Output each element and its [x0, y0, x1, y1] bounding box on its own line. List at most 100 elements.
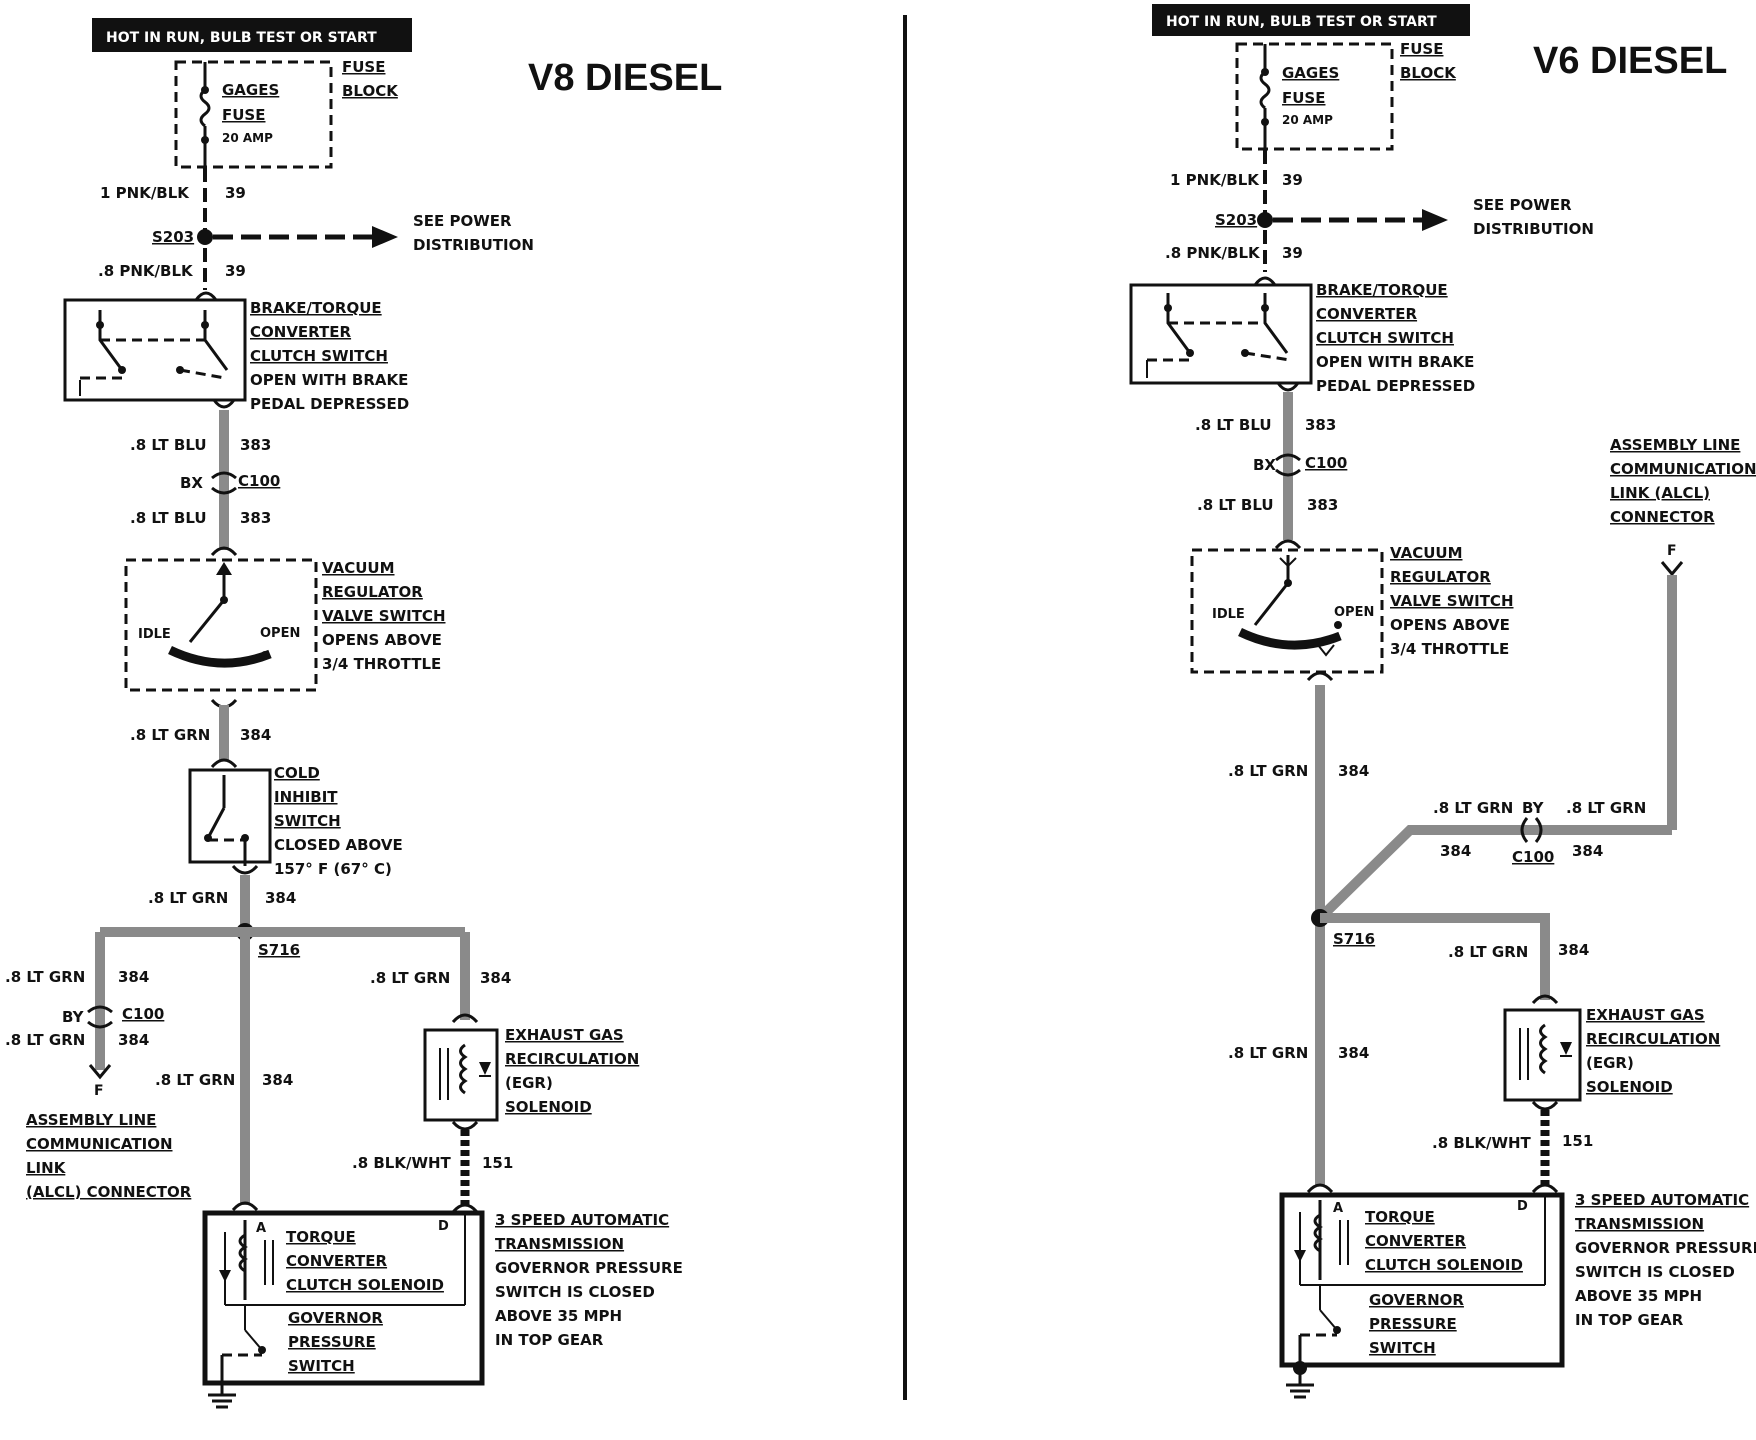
component-label: CONVERTER [250, 323, 352, 341]
component-label: (EGR) [1586, 1054, 1634, 1072]
alcl-label: ASSEMBLY LINE [1610, 436, 1740, 454]
component-label: TORQUE [1365, 1208, 1435, 1226]
alcl-label: COMMUNICATION [1610, 460, 1756, 478]
vacuum-switch-outline [124, 558, 318, 692]
open-label: OPEN [260, 626, 300, 641]
connector-c100-symbol [1520, 817, 1543, 843]
wire-gauge-label: .8 LT BLU [1195, 416, 1272, 434]
component-note: PEDAL DEPRESSED [250, 395, 409, 413]
circuit-number: 384 [265, 889, 296, 907]
component-note: GOVERNOR PRESSURE [495, 1259, 683, 1277]
alcl-label: LINK (ALCL) [1610, 484, 1710, 502]
cold-inhibit-switch-box [188, 768, 272, 864]
connector-c100-symbol [211, 471, 237, 495]
circuit-number: 383 [1305, 416, 1336, 434]
circuit-number: 384 [240, 726, 271, 744]
circuit-number: 384 [118, 968, 149, 986]
connector-pin: BX [180, 474, 203, 492]
fuse-rating: 20 AMP [1282, 113, 1333, 127]
component-label: VACUUM [1390, 544, 1463, 562]
wire-gauge-label: .8 LT BLU [1197, 496, 1274, 514]
circuit-number: 151 [1562, 1132, 1593, 1150]
hot-banner [92, 18, 412, 52]
circuit-number: 39 [225, 184, 246, 202]
component-note: ABOVE 35 MPH [495, 1307, 622, 1325]
connector-name: C100 [122, 1005, 164, 1023]
diagram-title: V8 DIESEL [528, 57, 722, 99]
coil-icon [1313, 1213, 1323, 1253]
alcl-label: LINK [26, 1159, 67, 1177]
wire-gauge-label: .8 LT GRN [1566, 799, 1646, 817]
component-label: EXHAUST GAS [505, 1026, 624, 1044]
connector-c100-symbol [1275, 453, 1301, 477]
wire-gauge-label: .8 LT GRN [5, 968, 85, 986]
component-label: VALVE SWITCH [1390, 592, 1514, 610]
component-note: IN TOP GEAR [495, 1331, 604, 1349]
component-label: CLUTCH SWITCH [250, 347, 388, 365]
hot-banner [1152, 4, 1470, 36]
v8-diesel-panel: V8 DIESEL HOT IN RUN, BULB TEST OR START… [5, 18, 722, 1409]
fuse-name-2: FUSE [222, 106, 265, 124]
vacuum-switch-arc [168, 645, 272, 668]
alcl-label: COMMUNICATION [26, 1135, 173, 1153]
circuit-number: 384 [1338, 762, 1369, 780]
splice-s203 [1257, 212, 1273, 228]
coil-icon [238, 1233, 248, 1273]
idle-label: IDLE [1212, 607, 1245, 622]
component-note: OPENS ABOVE [322, 631, 442, 649]
component-note: PEDAL DEPRESSED [1316, 377, 1475, 395]
pin-d: D [1517, 1199, 1528, 1214]
component-label: SOLENOID [1586, 1078, 1673, 1096]
circuit-number: 383 [1307, 496, 1338, 514]
component-label: SOLENOID [505, 1098, 592, 1116]
component-label: CONVERTER [1316, 305, 1418, 323]
component-label: (EGR) [505, 1074, 553, 1092]
fuse-block-outline [174, 60, 333, 169]
wire-gauge-label: .8 PNK/BLK [98, 262, 194, 280]
splice-label: S716 [1333, 930, 1375, 948]
alcl-label: (ALCL) CONNECTOR [26, 1183, 192, 1201]
component-label: CONVERTER [1365, 1232, 1467, 1250]
circuit-number: 383 [240, 509, 271, 527]
component-note: SWITCH IS CLOSED [495, 1283, 655, 1301]
connector-pin: BY [1522, 799, 1545, 817]
coil-icon [1539, 1023, 1548, 1075]
vacuum-switch-arc [1238, 627, 1342, 650]
brake-switch-box [63, 298, 247, 402]
wire-gauge-label: .8 PNK/BLK [1165, 244, 1261, 262]
circuit-number: 384 [1338, 1044, 1369, 1062]
v6-diesel-panel: V6 DIESEL HOT IN RUN, BULB TEST OR START… [1129, 4, 1756, 1399]
fuse-block-label-2: BLOCK [342, 82, 399, 100]
vacuum-switch-outline [1190, 548, 1384, 674]
idle-label: IDLE [138, 627, 171, 642]
component-label: CONVERTER [286, 1252, 388, 1270]
connector-pin: BX [1253, 456, 1276, 474]
alcl-label: CONNECTOR [1610, 508, 1715, 526]
component-note: OPEN WITH BRAKE [1316, 353, 1474, 371]
component-note: CLOSED ABOVE [274, 836, 403, 854]
component-note: OPEN WITH BRAKE [250, 371, 408, 389]
component-label: 3 SPEED AUTOMATIC [1575, 1191, 1749, 1209]
connector-pin: F [1667, 543, 1677, 559]
fuse-block-label-2: BLOCK [1400, 64, 1457, 82]
wire-gauge-label: .8 LT BLU [130, 436, 207, 454]
splice-label: S716 [258, 941, 300, 959]
component-note: SWITCH IS CLOSED [1575, 1263, 1735, 1281]
component-label: SWITCH [274, 812, 341, 830]
wire-gauge-label: .8 LT GRN [1228, 762, 1308, 780]
component-label: GOVERNOR [288, 1309, 383, 1327]
component-label: CLUTCH SWITCH [1316, 329, 1454, 347]
fuse-name-1: GAGES [1282, 64, 1339, 82]
coil-icon [459, 1043, 468, 1095]
open-label: OPEN [1334, 605, 1374, 620]
circuit-number: 39 [1282, 171, 1303, 189]
wire-gauge-label: .8 LT GRN [1448, 943, 1528, 961]
component-label: PRESSURE [288, 1333, 376, 1351]
fuse-rating: 20 AMP [222, 131, 273, 145]
diode-icon [1294, 1250, 1306, 1262]
connector-pin: BY [62, 1008, 85, 1026]
fuse-block-outline [1235, 42, 1394, 151]
circuit-number: 384 [1572, 842, 1603, 860]
egr-solenoid-box [1503, 1008, 1582, 1102]
